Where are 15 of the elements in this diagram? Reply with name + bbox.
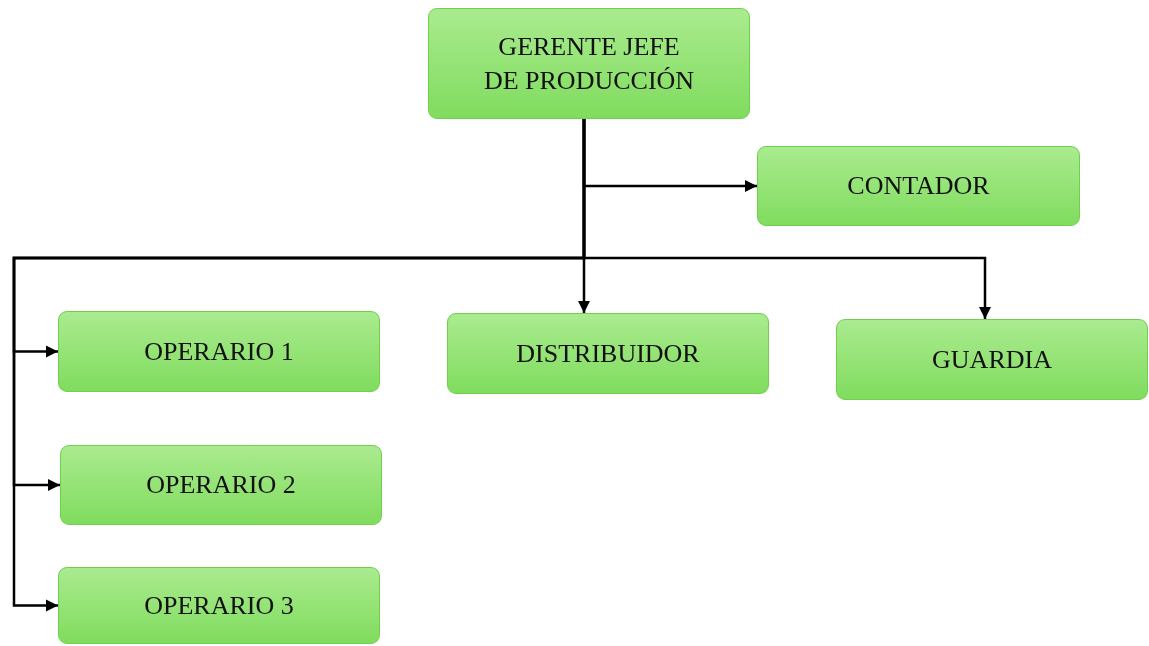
org-box — [58, 567, 380, 644]
org-box — [836, 319, 1148, 400]
org-box — [58, 311, 380, 392]
org-box — [447, 313, 769, 394]
org-box — [428, 8, 750, 119]
org-box — [60, 445, 382, 525]
box-label: OPERARIO 3 — [144, 589, 294, 622]
box-label: GERENTE JEFE DE PRODUCCIÓN — [482, 30, 696, 97]
connector-arrow — [12, 119, 586, 612]
box-label: DISTRIBUIDOR — [516, 337, 700, 370]
org-box — [757, 146, 1080, 226]
box-label: OPERARIO 2 — [146, 469, 296, 502]
box-label: OPERARIO 1 — [144, 335, 294, 368]
box-label: GUARDIA — [932, 343, 1052, 376]
box-label: CONTADOR — [847, 170, 990, 203]
